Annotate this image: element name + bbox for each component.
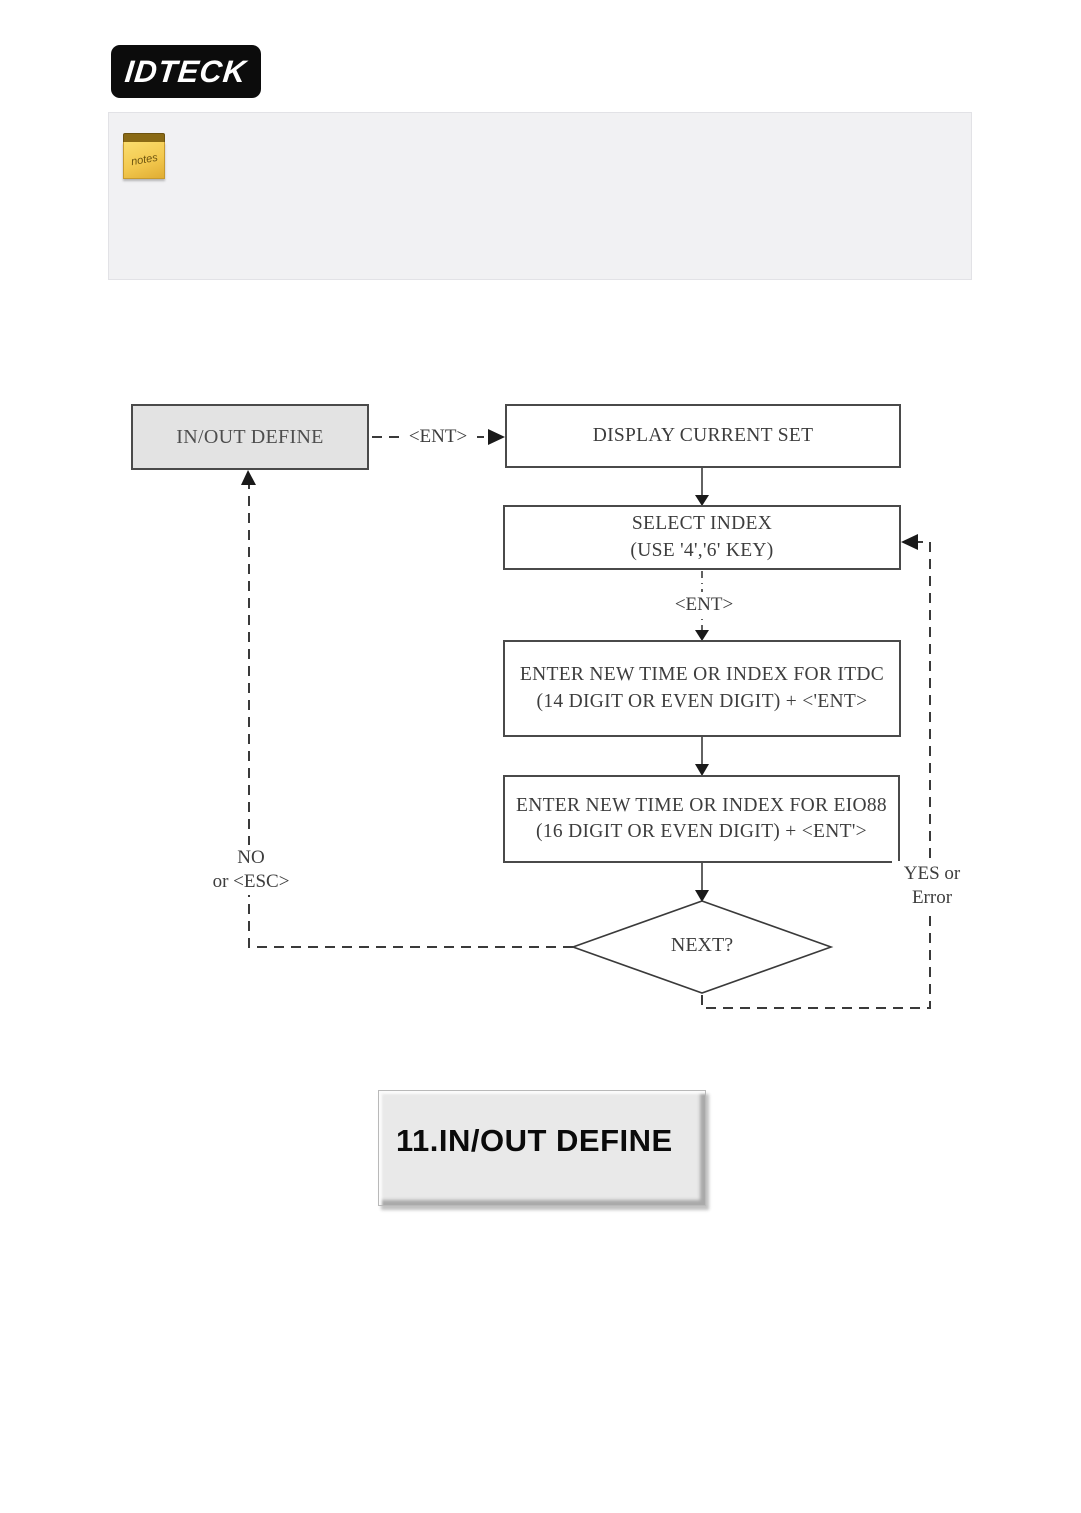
node-display-current-set-label: DISPLAY CURRENT SET bbox=[592, 424, 814, 446]
edge-label-no-line1: NO bbox=[237, 847, 265, 868]
edge-label-ent-vertical: <ENT> bbox=[665, 592, 743, 618]
node-next-decision-label: NEXT? bbox=[670, 934, 734, 956]
node-enter-eio88-line1: ENTER NEW TIME OR INDEX FOR EIO88 bbox=[516, 794, 887, 816]
edge-label-no-esc: NO or <ESC> bbox=[202, 845, 300, 895]
edge-label-yes-line2: Error bbox=[911, 886, 953, 908]
node-inout-define-label: IN/OUT DEFINE bbox=[176, 425, 324, 448]
node-enter-itdc-line2: (14 DIGIT OR EVEN DIGIT) + <'ENT> bbox=[536, 690, 868, 712]
lcd-display-text: 11.IN/OUT DEFINE bbox=[396, 1123, 673, 1158]
notes-panel: notes bbox=[108, 112, 972, 280]
edge-label-no-line2: or <ESC> bbox=[212, 870, 290, 892]
notes-icon: notes bbox=[123, 133, 165, 180]
node-enter-itdc-line1: ENTER NEW TIME OR INDEX FOR ITDC bbox=[519, 664, 885, 686]
edge-label-yes-error: YES or Error bbox=[892, 861, 972, 911]
node-inout-define: IN/OUT DEFINE bbox=[131, 404, 369, 470]
lcd-display-image: 11.IN/OUT DEFINE bbox=[378, 1090, 706, 1206]
notes-icon-top-bar bbox=[123, 133, 165, 142]
edge-label-yes-line1: YES or bbox=[903, 863, 961, 884]
node-select-index-line2: (USE '4','6' KEY) bbox=[630, 539, 774, 561]
node-enter-eio88-line2: (16 DIGIT OR EVEN DIGIT) + <ENT'> bbox=[536, 821, 867, 842]
node-select-index: SELECT INDEX (USE '4','6' KEY) bbox=[503, 505, 901, 570]
notes-icon-body: notes bbox=[123, 142, 165, 179]
node-enter-itdc: ENTER NEW TIME OR INDEX FOR ITDC (14 DIG… bbox=[503, 640, 901, 737]
node-select-index-line1: SELECT INDEX bbox=[631, 513, 773, 535]
idteck-logo: IDTECK bbox=[111, 45, 261, 98]
node-display-current-set: DISPLAY CURRENT SET bbox=[505, 404, 901, 468]
node-enter-eio88: ENTER NEW TIME OR INDEX FOR EIO88 (16 DI… bbox=[503, 775, 900, 863]
edge-label-ent-horizontal: <ENT> bbox=[399, 424, 477, 450]
